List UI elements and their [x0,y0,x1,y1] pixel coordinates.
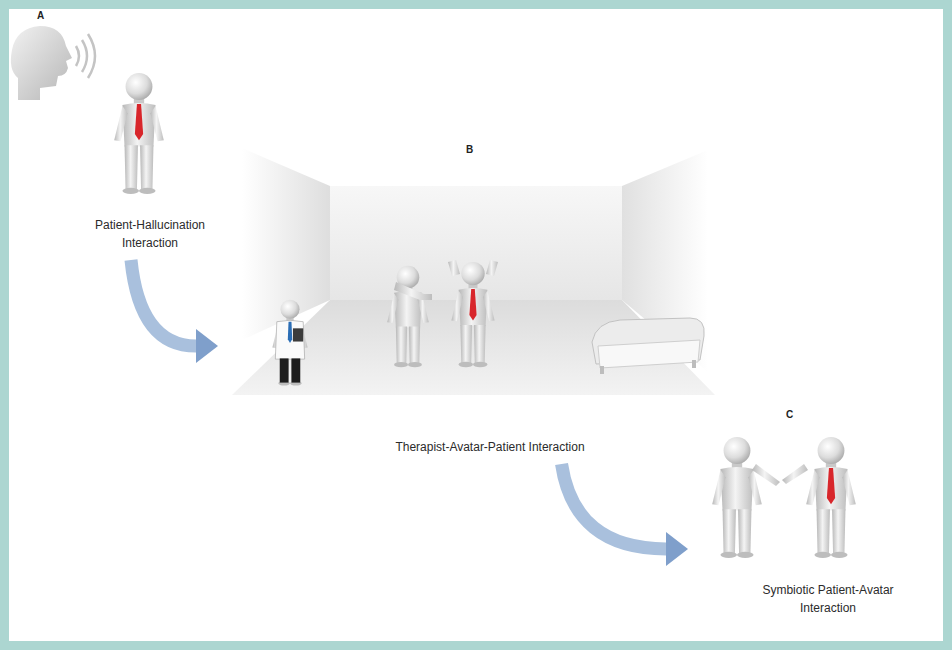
figure-panel: C Symbiotic Patient-Avatar Interaction [690,405,905,623]
avatar-figure [712,437,780,558]
patient-figure [782,437,856,558]
panel-caption: Therapist-Avatar-Patient Interaction [390,439,590,456]
curved-arrow [562,464,688,566]
arrow-body [562,464,666,549]
panel-caption: Symbiotic Patient-Avatar Interaction [753,582,903,617]
patient-figure [114,73,164,194]
panel-letter: B [466,144,473,155]
arrow-head [666,532,688,566]
panel-letter: C [786,409,793,420]
figure-panel: A Patient-Hallucination Interaction [25,8,225,258]
panel-caption: Patient-Hallucination Interaction [85,217,215,252]
curved-arrow [131,260,218,363]
therapist-figure [272,300,307,386]
arrow-head [196,329,218,363]
panel-letter: A [37,10,44,21]
therapy-room [232,148,715,395]
speaking-head-icon [11,26,95,100]
patient-hands-on-head [448,260,498,367]
figure-panel: B Therapist-Avatar-Patient Interaction [220,140,715,462]
arrow-body [131,260,196,346]
couch [592,318,704,374]
avatar-figure [387,266,432,367]
